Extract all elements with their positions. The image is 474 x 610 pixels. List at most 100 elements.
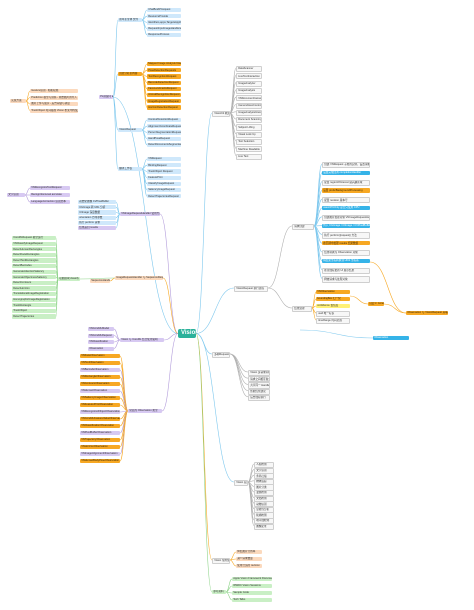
branch-upper-group-1[interactable]: 回答分析主内容 (118, 72, 142, 77)
branch-righttop-item[interactable]: Live Text (236, 153, 262, 160)
branch-midpeach-label[interactable]: ImageRequestHandler 与 SequenceRequestHan… (115, 276, 163, 281)
branch-midleft-item[interactable]: 初始化图像 CVPixelBuffer (78, 200, 116, 205)
branch-green-item[interactable]: TranslationalImageRegistration (12, 292, 56, 297)
branch-rightmid-sub1-item[interactable]: timeRange 时间范围 (316, 318, 350, 325)
branch-left-purple-label[interactable]: 文字识别 (7, 193, 25, 198)
branch-green-item[interactable]: DetectTrajectories (12, 314, 56, 319)
branch-upper-item[interactable]: FaceLandmarksRequest (147, 86, 181, 91)
branch-midleft-item[interactable]: CGImage 转 URL 分析 (78, 205, 116, 210)
branch-upper-group-3[interactable]: 翻译工作表 (118, 167, 142, 172)
branch-lowerorange-item[interactable]: VNClassificationObservation (80, 424, 120, 429)
branch-upper-item[interactable]: Identifiers,apps,TargetsAppFile (147, 20, 181, 25)
branch-midleft-item[interactable]: 结果返回 results (78, 226, 116, 231)
branch-upper-item[interactable]: HandPoseRequest (147, 136, 181, 141)
branch-righttop-item[interactable]: LiveTextInteraction (236, 73, 262, 80)
branch-rightmid-sub1-item[interactable]: VNObservation (316, 290, 350, 295)
branch-green-item[interactable]: VNClassifyImageRequest (12, 241, 56, 246)
branch-upper-item[interactable]: ClassifyImageRequest (147, 181, 181, 186)
branch-rightbottom-item[interactable]: 图像配准 (254, 523, 274, 530)
branch-upper-item[interactable]: SaliencyImageRequest (147, 188, 181, 193)
branch-left-purple-item[interactable]: VNRecognizeTextRequest (30, 186, 70, 191)
branch-purplelower-item[interactable]: VNCoreMLRequest (88, 333, 114, 338)
branch-green-item[interactable]: DetectHumanRectangles (12, 247, 56, 252)
branch-upper-item[interactable]: Mapped Image Analysis Data (147, 62, 181, 67)
branch-purplelower-item[interactable]: VNCoreMLModel (88, 327, 114, 332)
branch-left-peach-item[interactable]: TrackObject 时间轴在 Vision 框架中的使用 (30, 108, 78, 113)
branch-green-item[interactable]: GenerateObjectnessSaliency (12, 275, 56, 280)
branch-upper-item[interactable]: ImageRegistrationRequest (147, 99, 181, 104)
branch-rightmid-sub1-item[interactable]: uuid 唯一标识 (316, 311, 350, 318)
branch-rightlower-label[interactable]: 多种Request 组合 (212, 352, 230, 359)
branch-rightmid-item[interactable]: 创建图片处理对象 VNImageRequestHandler (322, 214, 370, 221)
branch-rightmid-item[interactable]: 结果转换为 Observation 对象 (322, 250, 370, 257)
branch-purplelower-item[interactable]: Observation (88, 346, 114, 351)
branch-rightmid-sub-0[interactable]: 请求创建 (292, 224, 314, 231)
branch-upper-item[interactable]: AnimalRecognitionRequest (147, 93, 181, 98)
branch-righttop-item[interactable]: Text Selection (236, 139, 262, 146)
branch-rightmid-note[interactable]: 自定义 CoreML 模型 (368, 302, 384, 307)
branch-midleft-item[interactable]: CIImage 深度数据 (78, 210, 116, 215)
branch-rightlower-item[interactable]: 性能优化建议 (248, 388, 270, 395)
branch-righttop-label[interactable]: VisionKit 概述 (212, 111, 230, 118)
branch-green-item[interactable]: DetectContours (12, 280, 56, 285)
branch-greenbottom-item[interactable]: WWDC Vision Sessions (232, 584, 272, 589)
branch-upper-group-2[interactable]: VisionRequest (118, 128, 142, 133)
branch-rightmid-observation[interactable]: Observation (373, 336, 409, 341)
branch-lowerorange-item[interactable]: VNSaliencyImageObservation (80, 396, 120, 401)
branch-upper-item[interactable]: ResourceProvide (147, 14, 181, 19)
branch-upper-item[interactable]: BindingRequest (147, 163, 181, 168)
branch-lowerorange-item[interactable]: VNImageAlignmentObservation (80, 452, 120, 457)
branch-purplelower-item[interactable]: VNClassification (88, 340, 114, 345)
branch-righttop-item[interactable]: ImageAnalyzer (236, 80, 262, 87)
branch-rightmid-item[interactable]: 设置完成回调 completionHandler (322, 170, 370, 175)
branch-green-item[interactable]: DetectTextRectangles (12, 258, 56, 263)
branch-greenbottom-item[interactable]: Apple Vision Framework Documentation (232, 577, 272, 582)
branch-lowerorange-item[interactable]: VNTrajectoryObservation (80, 438, 120, 443)
branch-upper-label[interactable]: PL前提问 EC (99, 95, 113, 100)
branch-lowerorange-item[interactable]: VNHumanBodyPoseObservation (80, 459, 120, 464)
branch-lowerorange-item[interactable]: VNPixelBufferObservation (80, 431, 120, 436)
branch-left-peach-item[interactable]: Prediction 模型与训练 - 原始图片的导入 (30, 95, 78, 100)
branch-rightmid-item[interactable]: 设置 preferBackgroundProcessing (322, 188, 370, 193)
branch-lowerorange-item[interactable]: VNRecognizedObjectObservation (80, 410, 120, 415)
branch-righttop-item[interactable]: Visual Look Up (236, 131, 262, 138)
branch-upper-item[interactable]: PoseDetectionRequests (147, 68, 181, 73)
branch-upper-item[interactable]: AlignmentCoordinateRequest (147, 124, 181, 129)
branch-lowerorange-item[interactable]: VNHumanObservation (80, 389, 120, 394)
branch-midpeach-item[interactable]: SequenceHandler 视频追踪 (90, 279, 110, 284)
branch-righttop-item[interactable]: ImageAnalysisInteraction (236, 109, 262, 116)
branch-lowerorange-item[interactable]: VNRectangleObservation (80, 375, 120, 380)
branch-upper-item[interactable]: DetectDocumentsSegmentationRequest (147, 142, 181, 147)
branch-upper-item[interactable]: ChatBotAPIrequest (147, 8, 181, 13)
branch-rightmid-sub1-item[interactable]: boundingBox 归一化 (316, 297, 350, 302)
branch-green-item[interactable]: CoreMLRequest 模型运行 (12, 236, 56, 241)
root-node[interactable]: Vision (178, 329, 196, 338)
branch-upper-item[interactable]: TextRecognitionRequest (147, 74, 181, 79)
branch-rightmid-item[interactable]: 在主线程更新 UI 展示结果 (322, 267, 370, 274)
branch-green-item[interactable]: DetectFaceRectangles (12, 252, 56, 257)
branch-rightmid-highlight[interactable]: Observation 与 VisionRequest 关联说明：一个请求可以产… (406, 311, 448, 316)
branch-rightmid-item[interactable]: 传入 CGImage / CIImage / CVPixelBuffer (322, 223, 370, 228)
branch-upper-item[interactable]: FeaturePrint (147, 175, 181, 180)
branch-upper-item[interactable]: ContourDetectionRequest (147, 118, 181, 123)
branch-orangebottom-item[interactable]: 减少请求数量 (236, 557, 262, 562)
branch-upper-item[interactable]: DetectTrajectoriesRequest (147, 194, 181, 199)
branch-green-item[interactable]: TrackRectangle (12, 303, 56, 308)
branch-upper-item[interactable]: RequestInputImageHandlersEs (147, 26, 181, 31)
branch-lowerorange-item[interactable]: VNBarcodeObservation (80, 368, 120, 373)
branch-green-item[interactable]: HomographicImageRegistration (12, 297, 56, 302)
branch-rightmid-item[interactable]: 将结果坐标转换到 UIKit 坐标系 (322, 258, 370, 263)
branch-rightmid-item[interactable]: 创建 VNRequest 子类的实例，设置请求参数 (322, 162, 370, 169)
branch-righttop-item[interactable]: Machine Readable (236, 146, 262, 153)
branch-rightmid-sub1-item[interactable]: confidence 置信度 (316, 304, 350, 309)
branch-left-peach-item[interactable]: Gesture识别 - 相机权限 (30, 89, 78, 94)
branch-green-label[interactable]: 功能模块 classify (58, 277, 80, 282)
branch-greenbottom-item[interactable]: Sample Code (232, 591, 272, 596)
branch-rightmid-item[interactable]: 配置 regionOfInterest 感兴趣区域 (322, 179, 370, 186)
branch-green-item[interactable]: GenerateAttentionSaliency (12, 269, 56, 274)
branch-lowerorange-item[interactable]: VNHorizonObservation (80, 445, 120, 450)
branch-green-item[interactable]: DetectBarcodes (12, 264, 56, 269)
branch-greenbottom-item[interactable]: Tech Talks (232, 598, 272, 603)
branch-rightlower-item[interactable]: Vision 多请求同时执行 (248, 370, 270, 377)
branch-upper-item[interactable]: VNRequest (147, 157, 181, 162)
